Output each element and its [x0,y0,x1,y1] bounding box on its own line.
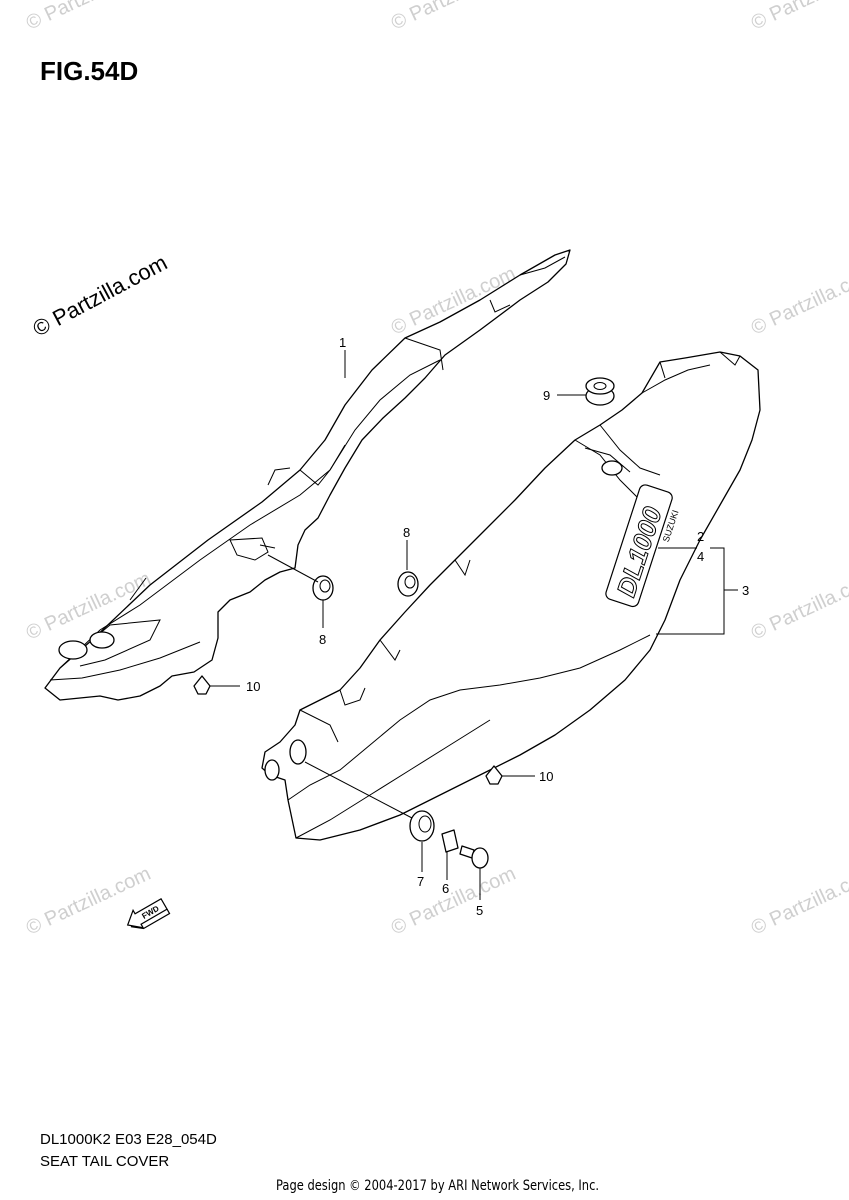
page-footer: Page design © 2004-2017 by ARI Network S… [276,1178,600,1194]
callout-8b: 8 [403,525,410,540]
watermark-5: © Partzilla.com [748,263,849,340]
watermark-2: © Partzilla.com [388,0,519,35]
callout-6: 6 [442,881,449,896]
callout-2: 2 [697,529,704,544]
diagram-caption: SEAT TAIL COVER [40,1153,170,1170]
watermark-10: © Partzilla.com [388,863,519,940]
part-9-grommet [585,377,615,406]
watermark-8: © Partzilla.com [748,568,849,645]
callout-1: 1 [339,335,346,350]
part-7-grommet [409,810,435,842]
part-10b-clip [485,765,503,785]
callout-5: 5 [476,903,483,918]
watermark-11: © Partzilla.com [748,863,849,940]
part-5-bolt [459,845,489,869]
callout-10b: 10 [539,769,553,784]
callout-9: 9 [543,388,550,403]
part-6-collar [441,829,459,853]
leader-lines [210,350,738,900]
part-1-left-rail [44,249,571,701]
watermark-1: © Partzilla.com [23,0,154,35]
watermark-dark: © Partzilla.com [29,250,172,342]
callout-8a: 8 [319,632,326,647]
part-8b-grommet [397,571,419,597]
diagram-code: DL1000K2 E03 E28_054D [40,1131,217,1148]
callouts: 1 2 3 4 5 6 7 8 8 9 10 10 [246,335,749,918]
callout-3: 3 [742,583,749,598]
figure-title: FIG.54D [40,56,139,86]
watermark-3: © Partzilla.com [748,0,849,35]
fwd-arrow: FWD [126,897,171,930]
part-3-right-cover: DL1000 SUZUKI [261,351,761,841]
watermark-9: © Partzilla.com [23,863,154,940]
callout-10a: 10 [246,679,260,694]
part-8a-grommet [312,575,334,601]
callout-4: 4 [697,549,704,564]
callout-7: 7 [417,874,424,889]
part-10a-clip [193,675,211,695]
